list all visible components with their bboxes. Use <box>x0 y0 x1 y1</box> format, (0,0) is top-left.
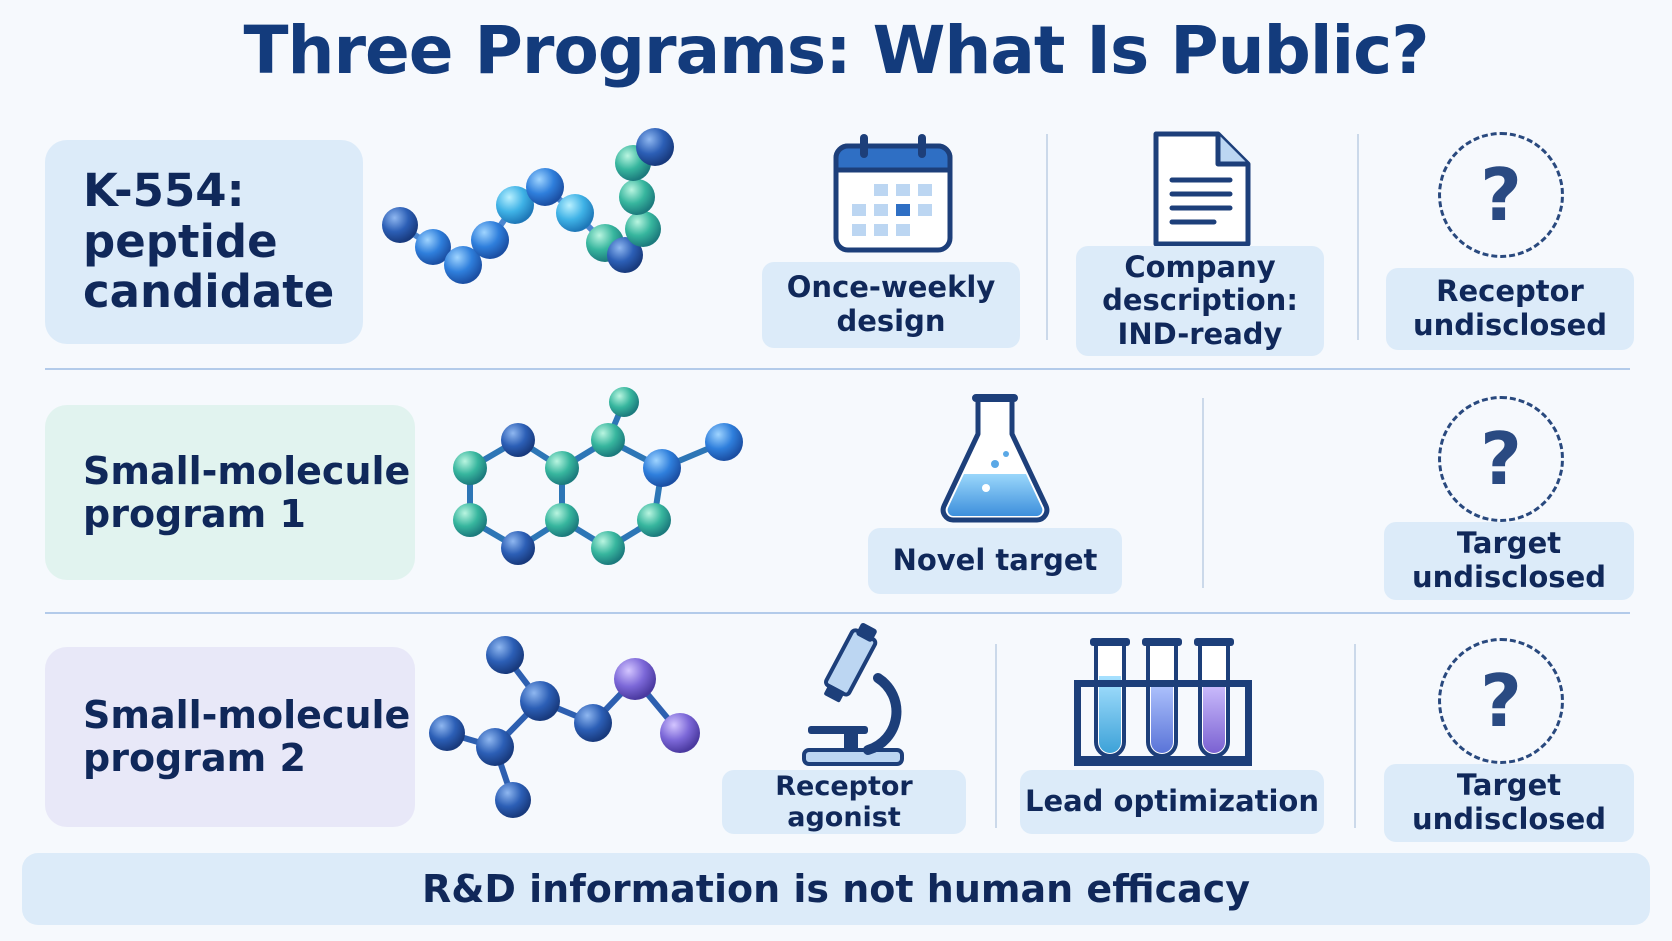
molecule-ring-icon <box>453 387 743 565</box>
row-label-k554: K-554: peptide candidate <box>45 140 363 344</box>
tag-text: Company description: IND-ready <box>1102 249 1298 351</box>
tag-text: Target undisclosed <box>1412 526 1606 594</box>
tag-text: Once-weekly design <box>786 270 996 338</box>
tag-receptor-agonist: Receptor agonist <box>722 770 966 834</box>
row-label-text: K-554: peptide candidate <box>83 164 335 319</box>
tag-company-description: Company description: IND-ready <box>1076 246 1324 356</box>
tag-text: Receptor agonist <box>775 770 913 833</box>
molecule-branch-icon <box>429 636 700 818</box>
tag-target-undisclosed-2: Target undisclosed <box>1384 764 1634 842</box>
test-tubes-icon <box>1074 638 1252 766</box>
question-mark-icon: ? <box>1438 396 1564 522</box>
footer-banner: R&D information is not human efficacy <box>22 853 1650 925</box>
divider <box>1354 644 1356 828</box>
tag-text: Target undisclosed <box>1412 768 1606 836</box>
tag-text: Receptor undisclosed <box>1413 274 1607 342</box>
tag-text: Novel target <box>892 543 1098 578</box>
tag-novel-target: Novel target <box>868 528 1122 594</box>
row-label-small-molecule-1: Small-molecule program 1 <box>45 405 415 580</box>
divider <box>1357 134 1359 340</box>
question-mark-icon: ? <box>1438 638 1564 764</box>
row-label-small-molecule-2: Small-molecule program 2 <box>45 647 415 827</box>
calendar-icon <box>833 134 953 253</box>
flask-icon <box>940 394 1050 523</box>
row-separator <box>45 368 1630 370</box>
microscope-icon <box>802 623 904 766</box>
divider <box>1202 398 1204 588</box>
question-mark-icon: ? <box>1438 132 1564 258</box>
row-separator <box>45 612 1630 614</box>
tag-receptor-undisclosed: Receptor undisclosed <box>1386 268 1634 350</box>
divider <box>1046 134 1048 340</box>
row-label-text: Small-molecule program 1 <box>83 448 411 536</box>
divider <box>995 644 997 828</box>
tag-once-weekly: Once-weekly design <box>762 262 1020 348</box>
peptide-chain-icon <box>382 128 674 284</box>
page-title: Three Programs: What Is Public? <box>243 12 1429 89</box>
tag-lead-optimization: Lead optimization <box>1020 770 1324 834</box>
document-icon <box>1153 131 1251 247</box>
row-label-text: Small-molecule program 2 <box>83 693 411 780</box>
tag-target-undisclosed-1: Target undisclosed <box>1384 522 1634 600</box>
tag-text: Lead optimization <box>1024 784 1320 819</box>
